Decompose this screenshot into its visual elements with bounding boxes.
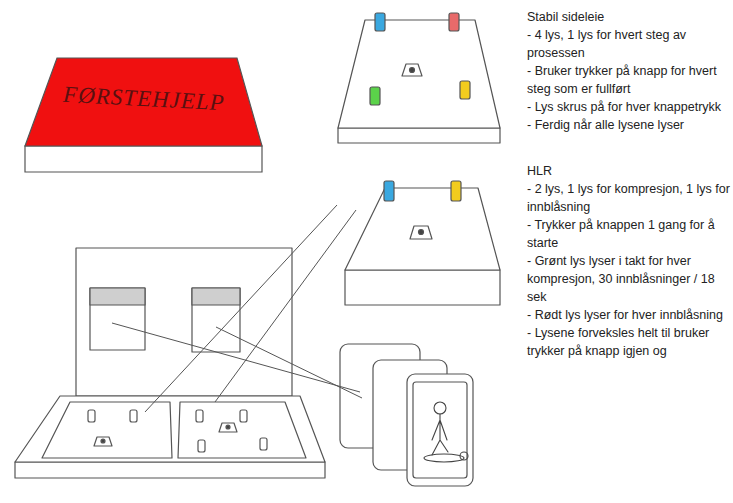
- screen: [192, 288, 240, 352]
- figure-head: [434, 402, 446, 414]
- first-aid-box-lid: FØRSTEHJELP: [22, 52, 266, 178]
- push-button-center: [226, 425, 230, 429]
- box-base-top: [15, 396, 325, 462]
- push-button: [94, 437, 112, 446]
- notes-column: Stabil sideleie- 4 lys, 1 lys for hvert …: [527, 8, 733, 134]
- leader-line: [145, 205, 337, 412]
- board-side: [338, 128, 500, 143]
- push-button: [219, 423, 237, 432]
- tray-light: [88, 410, 95, 422]
- note: - 2 lys, 1 lys for kompresjon, 1 lys for…: [527, 180, 733, 216]
- push-button: [410, 226, 432, 239]
- green-light: [370, 87, 380, 105]
- push-button-center: [410, 68, 415, 73]
- board-top: [338, 20, 500, 128]
- board-side: [345, 270, 500, 305]
- note: - Rødt lys lyser for hver innblåsning: [527, 306, 733, 324]
- red-light: [449, 13, 459, 31]
- tray: [42, 402, 172, 458]
- box-lid: [76, 248, 292, 396]
- leader-line: [112, 323, 360, 392]
- push-button-center: [101, 439, 105, 443]
- push-button: [402, 64, 422, 76]
- figure-body: [432, 414, 448, 455]
- screen-bar: [192, 288, 240, 305]
- leader-line: [215, 210, 356, 402]
- section-heading: Stabil sideleie: [527, 8, 733, 26]
- note: - Ferdig når alle lysene lyser: [527, 116, 733, 134]
- lid-side: [25, 146, 262, 172]
- tray-light: [240, 410, 247, 422]
- note: - 4 lys, 1 lys for hvert steg av prosess…: [527, 26, 733, 62]
- note: - Trykker på knappen 1 gang for å starte: [527, 216, 733, 252]
- tray-light: [196, 410, 203, 422]
- section-heading: HLR: [527, 162, 733, 180]
- notes-column: HLR- 2 lys, 1 lys for kompresjon, 1 lys …: [527, 162, 733, 360]
- yellow-light: [451, 181, 461, 201]
- lying-figure: [424, 454, 464, 462]
- card-picture: [413, 382, 467, 478]
- lid-outline: [22, 52, 266, 178]
- tray-light: [198, 440, 205, 452]
- screen: [90, 288, 145, 350]
- screen-bar: [90, 288, 145, 305]
- card: [407, 374, 473, 486]
- leader-line: [216, 327, 362, 398]
- blue-light: [375, 13, 385, 31]
- note: - Bruker trykker på knapp for hvert steg…: [527, 62, 733, 98]
- tray-light: [260, 438, 267, 450]
- tray-light: [130, 410, 137, 422]
- push-button-center: [419, 230, 424, 235]
- blue-light: [384, 181, 394, 201]
- lying-figure-head: [460, 452, 468, 460]
- note: - Grønt lys lyser i takt for hver kompre…: [527, 252, 733, 306]
- board-top: [345, 188, 500, 270]
- tray: [178, 402, 306, 458]
- box-base-front: [15, 462, 325, 478]
- yellow-light: [460, 81, 470, 99]
- note: - Lys skrus på for hver knappetrykk: [527, 98, 733, 116]
- note: - Lysene forveksles helt til bruker tryk…: [527, 324, 733, 360]
